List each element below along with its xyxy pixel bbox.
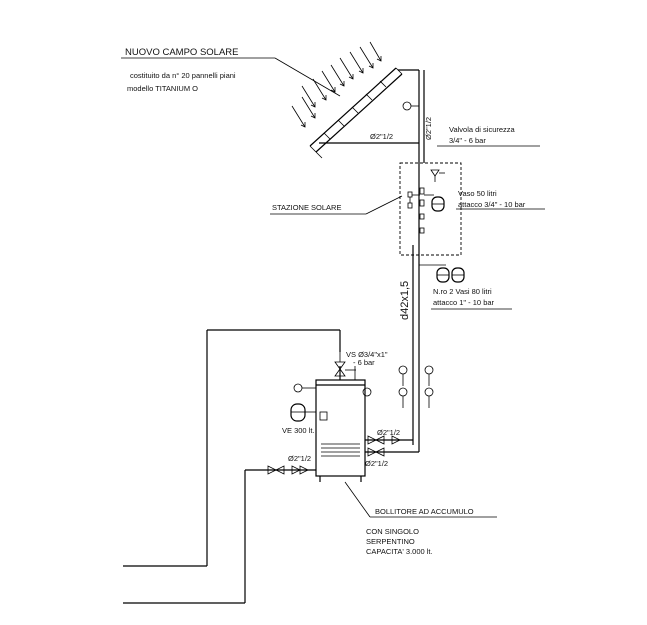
vaso50-label-2: attacco 3/4" - 10 bar (458, 200, 526, 209)
expansion-vessels-80l-icon (436, 267, 465, 283)
bollitore-desc-1: CON SINGOLO (366, 527, 419, 536)
bollitore-title: BOLLITORE AD ACCUMULO (375, 507, 474, 516)
stazione-label: STAZIONE SOLARE (272, 203, 341, 212)
campo-leader (121, 57, 341, 97)
pipe-top-horizontal-label: Ø2"1/2 (370, 132, 393, 141)
pressure-gauge-icon (402, 101, 419, 111)
sun-rays-icon (291, 41, 382, 128)
main-piping (319, 69, 446, 453)
safety-valve-icon (430, 169, 445, 182)
campo-title: NUOVO CAMPO SOLARE (125, 47, 239, 58)
campo-desc-2: modello TITANIUM O (127, 84, 198, 93)
stazione-components (407, 187, 425, 234)
valvola-label-2: 3/4" - 6 bar (449, 136, 486, 145)
inlet-pipe-label: Ø2"1/2 (288, 454, 311, 463)
expansion-vessel-50l-icon (424, 194, 445, 212)
storage-tank (315, 379, 366, 482)
tank-valves-icon (367, 435, 401, 457)
inlet-valves-icon (267, 465, 309, 475)
tank-left-gauges-icon (293, 383, 372, 397)
cold-water-inlet-piping (123, 329, 341, 604)
campo-desc-1: costituito da n° 20 pannelli piani (130, 71, 236, 80)
vaso50-label-1: Vaso 50 litri (458, 189, 497, 198)
riser-pipe-label: d42x1,5 (399, 281, 411, 320)
bollitore-desc-3: CAPACITA' 3.000 lt. (366, 547, 433, 556)
gauges-riser-icon (398, 365, 434, 408)
valvola-label-1: Valvola di sicurezza (449, 125, 516, 134)
vs-label-2: - 6 bar (353, 358, 375, 367)
vs-label-1: VS Ø3/4"x1" (346, 350, 388, 359)
solar-collector-field (309, 67, 403, 159)
tank-pipe-upper-label: Ø2"1/2 (377, 428, 400, 437)
expansion-vessel-300l-icon (290, 403, 316, 422)
tank-safety-valve-icon (334, 352, 356, 380)
tank-pipe-lower-label: Ø2"1/2 (365, 459, 388, 468)
stazione-leader (270, 195, 403, 215)
bollitore-desc-2: SERPENTINO (366, 537, 415, 546)
bollitore-leader (344, 481, 497, 518)
vasi80-label-1: N.ro 2 Vasi 80 litri (433, 287, 492, 296)
stazione-solare-box (399, 162, 462, 256)
pipe-top-vertical-label: Ø2"1/2 (424, 117, 433, 140)
ve-label: VE 300 lt. (282, 426, 315, 435)
vasi80-label-2: attacco 1" - 10 bar (433, 298, 495, 307)
